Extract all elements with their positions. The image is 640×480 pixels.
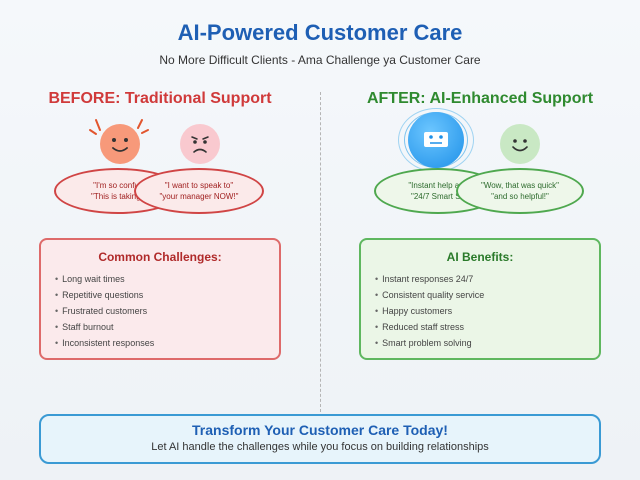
cta-subtitle: Let AI handle the challenges while you f… bbox=[151, 441, 489, 453]
anger-marks-icon bbox=[89, 119, 149, 135]
bubble-line: "and so helpful!" bbox=[491, 192, 549, 201]
benefits-panel: AI Benefits: Instant responses 24/7 Cons… bbox=[359, 238, 601, 360]
speech-bubble-manager: "I want to speak to" "your manager NOW!" bbox=[134, 168, 264, 214]
challenges-panel: Common Challenges: Long wait times Repet… bbox=[39, 238, 281, 360]
list-item: Happy customers bbox=[375, 303, 585, 319]
list-item: Reduced staff stress bbox=[375, 319, 585, 335]
cta-banner: Transform Your Customer Care Today! Let … bbox=[39, 414, 601, 464]
speech-bubble-quick: "Wow, that was quick" "and so helpful!" bbox=[456, 168, 584, 214]
robot-face-icon bbox=[408, 112, 464, 168]
bubble-line: "I'm so confus bbox=[93, 181, 143, 190]
bubble-line: "your manager NOW!" bbox=[159, 192, 239, 201]
sad-face-icon bbox=[180, 124, 220, 164]
happy-face-icon bbox=[500, 124, 540, 164]
bubble-line: "Wow, that was quick" bbox=[480, 181, 559, 190]
before-heading: BEFORE: Traditional Support bbox=[48, 90, 272, 107]
challenges-title: Common Challenges: bbox=[98, 250, 222, 264]
list-item: Inconsistent responses bbox=[55, 335, 265, 351]
angry-face-icon bbox=[100, 124, 140, 164]
center-divider bbox=[320, 92, 321, 412]
page-title: AI-Powered Customer Care bbox=[177, 20, 463, 45]
bubble-line: "This is taking f bbox=[91, 192, 145, 201]
challenges-list: Long wait times Repetitive questions Fru… bbox=[55, 271, 265, 351]
bubble-line: "24/7 Smart Su bbox=[411, 192, 465, 201]
list-item: Frustrated customers bbox=[55, 303, 265, 319]
list-item: Repetitive questions bbox=[55, 287, 265, 303]
list-item: Staff burnout bbox=[55, 319, 265, 335]
bubble-line: "Instant help ava bbox=[408, 181, 468, 190]
list-item: Long wait times bbox=[55, 271, 265, 287]
bubble-line: "I want to speak to" bbox=[164, 181, 234, 190]
after-heading: AFTER: AI-Enhanced Support bbox=[366, 90, 594, 107]
benefits-list: Instant responses 24/7 Consistent qualit… bbox=[375, 271, 585, 351]
list-item: Consistent quality service bbox=[375, 287, 585, 303]
benefits-title: AI Benefits: bbox=[446, 250, 514, 264]
page-subtitle: No More Difficult Clients - Ama Challeng… bbox=[159, 53, 481, 67]
list-item: Smart problem solving bbox=[375, 335, 585, 351]
cta-title: Transform Your Customer Care Today! bbox=[192, 422, 448, 438]
list-item: Instant responses 24/7 bbox=[375, 271, 585, 287]
